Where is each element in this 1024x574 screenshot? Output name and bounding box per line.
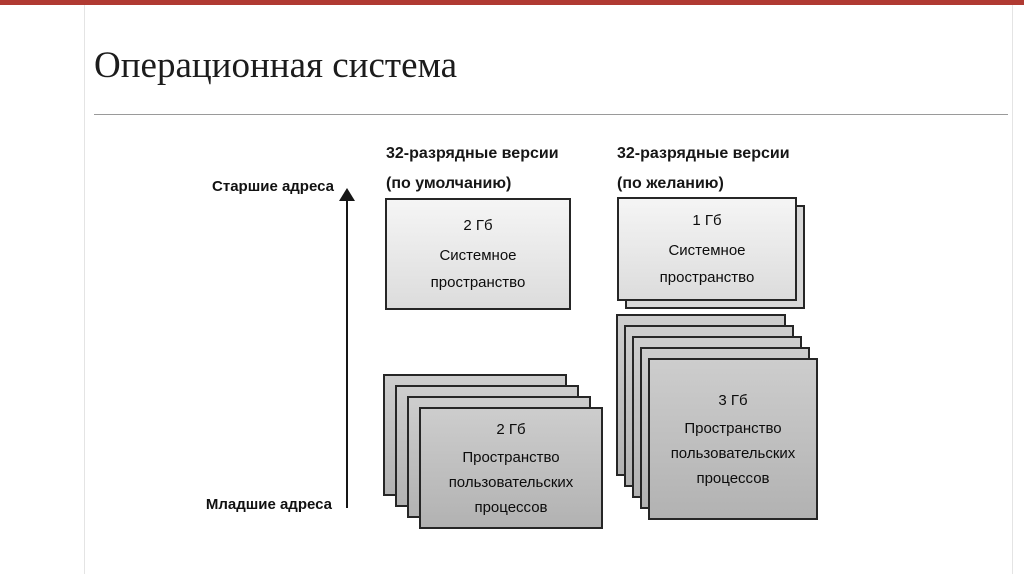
- column-default-header-line1: 32-разрядные версии: [386, 145, 559, 162]
- system-space-box-optional: 1 Гб Системное пространство: [617, 197, 797, 301]
- column-default-header: 32-разрядные версии (по умолчанию): [386, 139, 611, 199]
- user-space-stack-default: 2 Гб Пространство пользовательских проце…: [383, 374, 603, 529]
- column-optional-header: 32-разрядные версии (по желанию): [617, 139, 842, 199]
- user-space-front-card-optional: 3 Гб Пространство пользовательских проце…: [648, 358, 818, 520]
- address-axis-line: [346, 201, 348, 508]
- slide-title: Операционная система: [94, 45, 458, 86]
- column-optional-header-line2: (по желанию): [617, 175, 724, 192]
- axis-bottom-label: Младшие адреса: [205, 496, 332, 513]
- user-space-size: 2 Гб: [496, 420, 526, 438]
- user-space-front-card-default: 2 Гб Пространство пользовательских проце…: [419, 407, 603, 529]
- axis-top-label: Старшие адреса: [212, 178, 334, 195]
- slide-left-edge: [84, 5, 85, 574]
- accent-top-bar: [0, 0, 1024, 5]
- column-default-header-line2: (по умолчанию): [386, 175, 512, 192]
- user-space-label: Пространство пользовательских процессов: [448, 448, 574, 516]
- arrow-up-icon: [339, 188, 355, 201]
- user-space-stack-optional: 3 Гб Пространство пользовательских проце…: [616, 314, 818, 520]
- system-space-label: Системное пространство: [430, 247, 526, 291]
- system-space-box-default: 2 Гб Системное пространство: [385, 198, 571, 310]
- title-divider: [94, 114, 1008, 115]
- user-space-label: Пространство пользовательских процессов: [670, 419, 796, 487]
- user-space-size: 3 Гб: [718, 391, 748, 409]
- system-space-label: Системное пространство: [659, 242, 755, 286]
- system-space-size: 2 Гб: [463, 217, 493, 234]
- system-space-size: 1 Гб: [692, 212, 722, 229]
- column-optional-header-line1: 32-разрядные версии: [617, 145, 790, 162]
- slide-right-edge: [1012, 5, 1013, 574]
